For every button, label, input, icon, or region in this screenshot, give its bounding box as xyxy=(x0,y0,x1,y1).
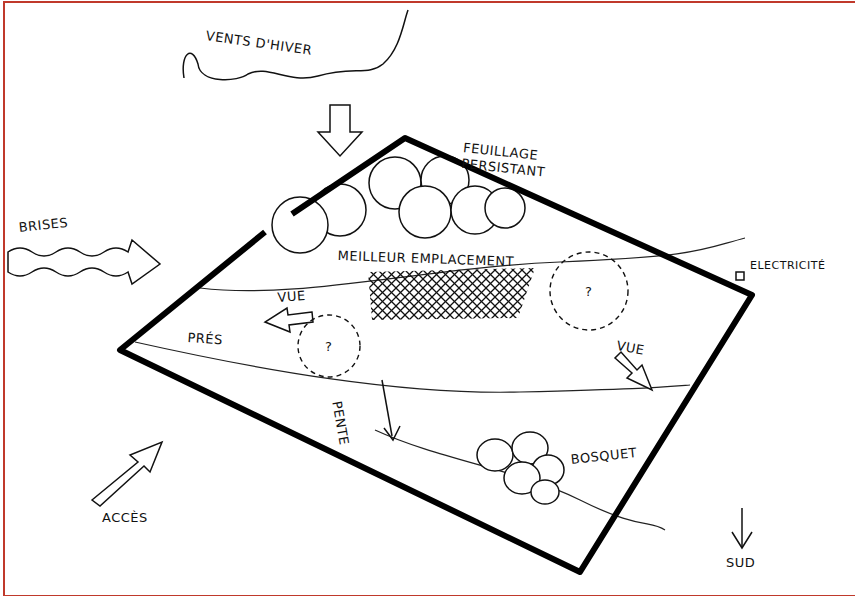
access-label: ACCÈS xyxy=(102,510,148,526)
grove-label: BOSQUET xyxy=(570,445,638,467)
best-location-label: MEILLEUR EMPLACEMENT xyxy=(337,248,514,270)
evergreen-label: FEUILLAGE PERSISTANT xyxy=(461,140,584,184)
wind-label: VENTS D'HIVER xyxy=(205,28,313,58)
view-label: VUE xyxy=(277,288,306,306)
question-mark: ? xyxy=(325,339,332,354)
meadow-label: PRÉS xyxy=(187,330,223,348)
electricity-label: ELECTRICITÉ xyxy=(750,259,825,272)
breeze-label: BRISES xyxy=(18,215,69,236)
wind-cloud: VENTS D'HIVER xyxy=(178,4,414,100)
unknown-circle: ? xyxy=(296,313,362,379)
south-label: SUD xyxy=(726,555,755,571)
question-mark: ? xyxy=(585,284,592,299)
unknown-circle: ? xyxy=(548,250,630,332)
slope-label: PENTE xyxy=(329,400,352,446)
